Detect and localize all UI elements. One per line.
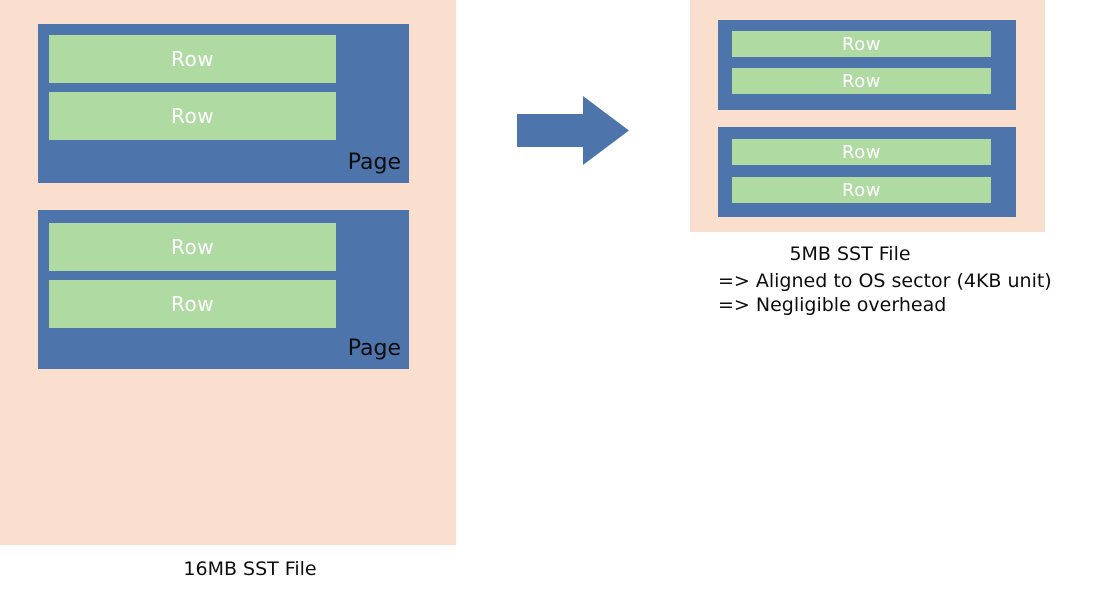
row-bar: Row [732,139,991,165]
page-label: Page [347,150,401,175]
row-bar: Row [49,35,336,83]
right-block-arrow-icon [517,96,629,165]
sst-file-caption-right-group: 5MB SST File => Aligned to OS sector (4K… [690,243,1090,318]
row-bar: Row [732,68,991,94]
row-bar: Row [732,31,991,57]
note-aligned-to-os-sector: => Aligned to OS sector (4KB unit) [718,270,1052,292]
sst-file-caption-left: 16MB SST File [183,558,317,580]
sst-file-caption-right: 5MB SST File [789,243,911,265]
row-bar: Row [49,92,336,140]
page-label: Page [347,336,401,361]
row-bar: Row [732,177,991,203]
row-bar: Row [49,223,336,271]
note-negligible-overhead: => Negligible overhead [718,294,947,317]
row-bar: Row [49,280,336,328]
